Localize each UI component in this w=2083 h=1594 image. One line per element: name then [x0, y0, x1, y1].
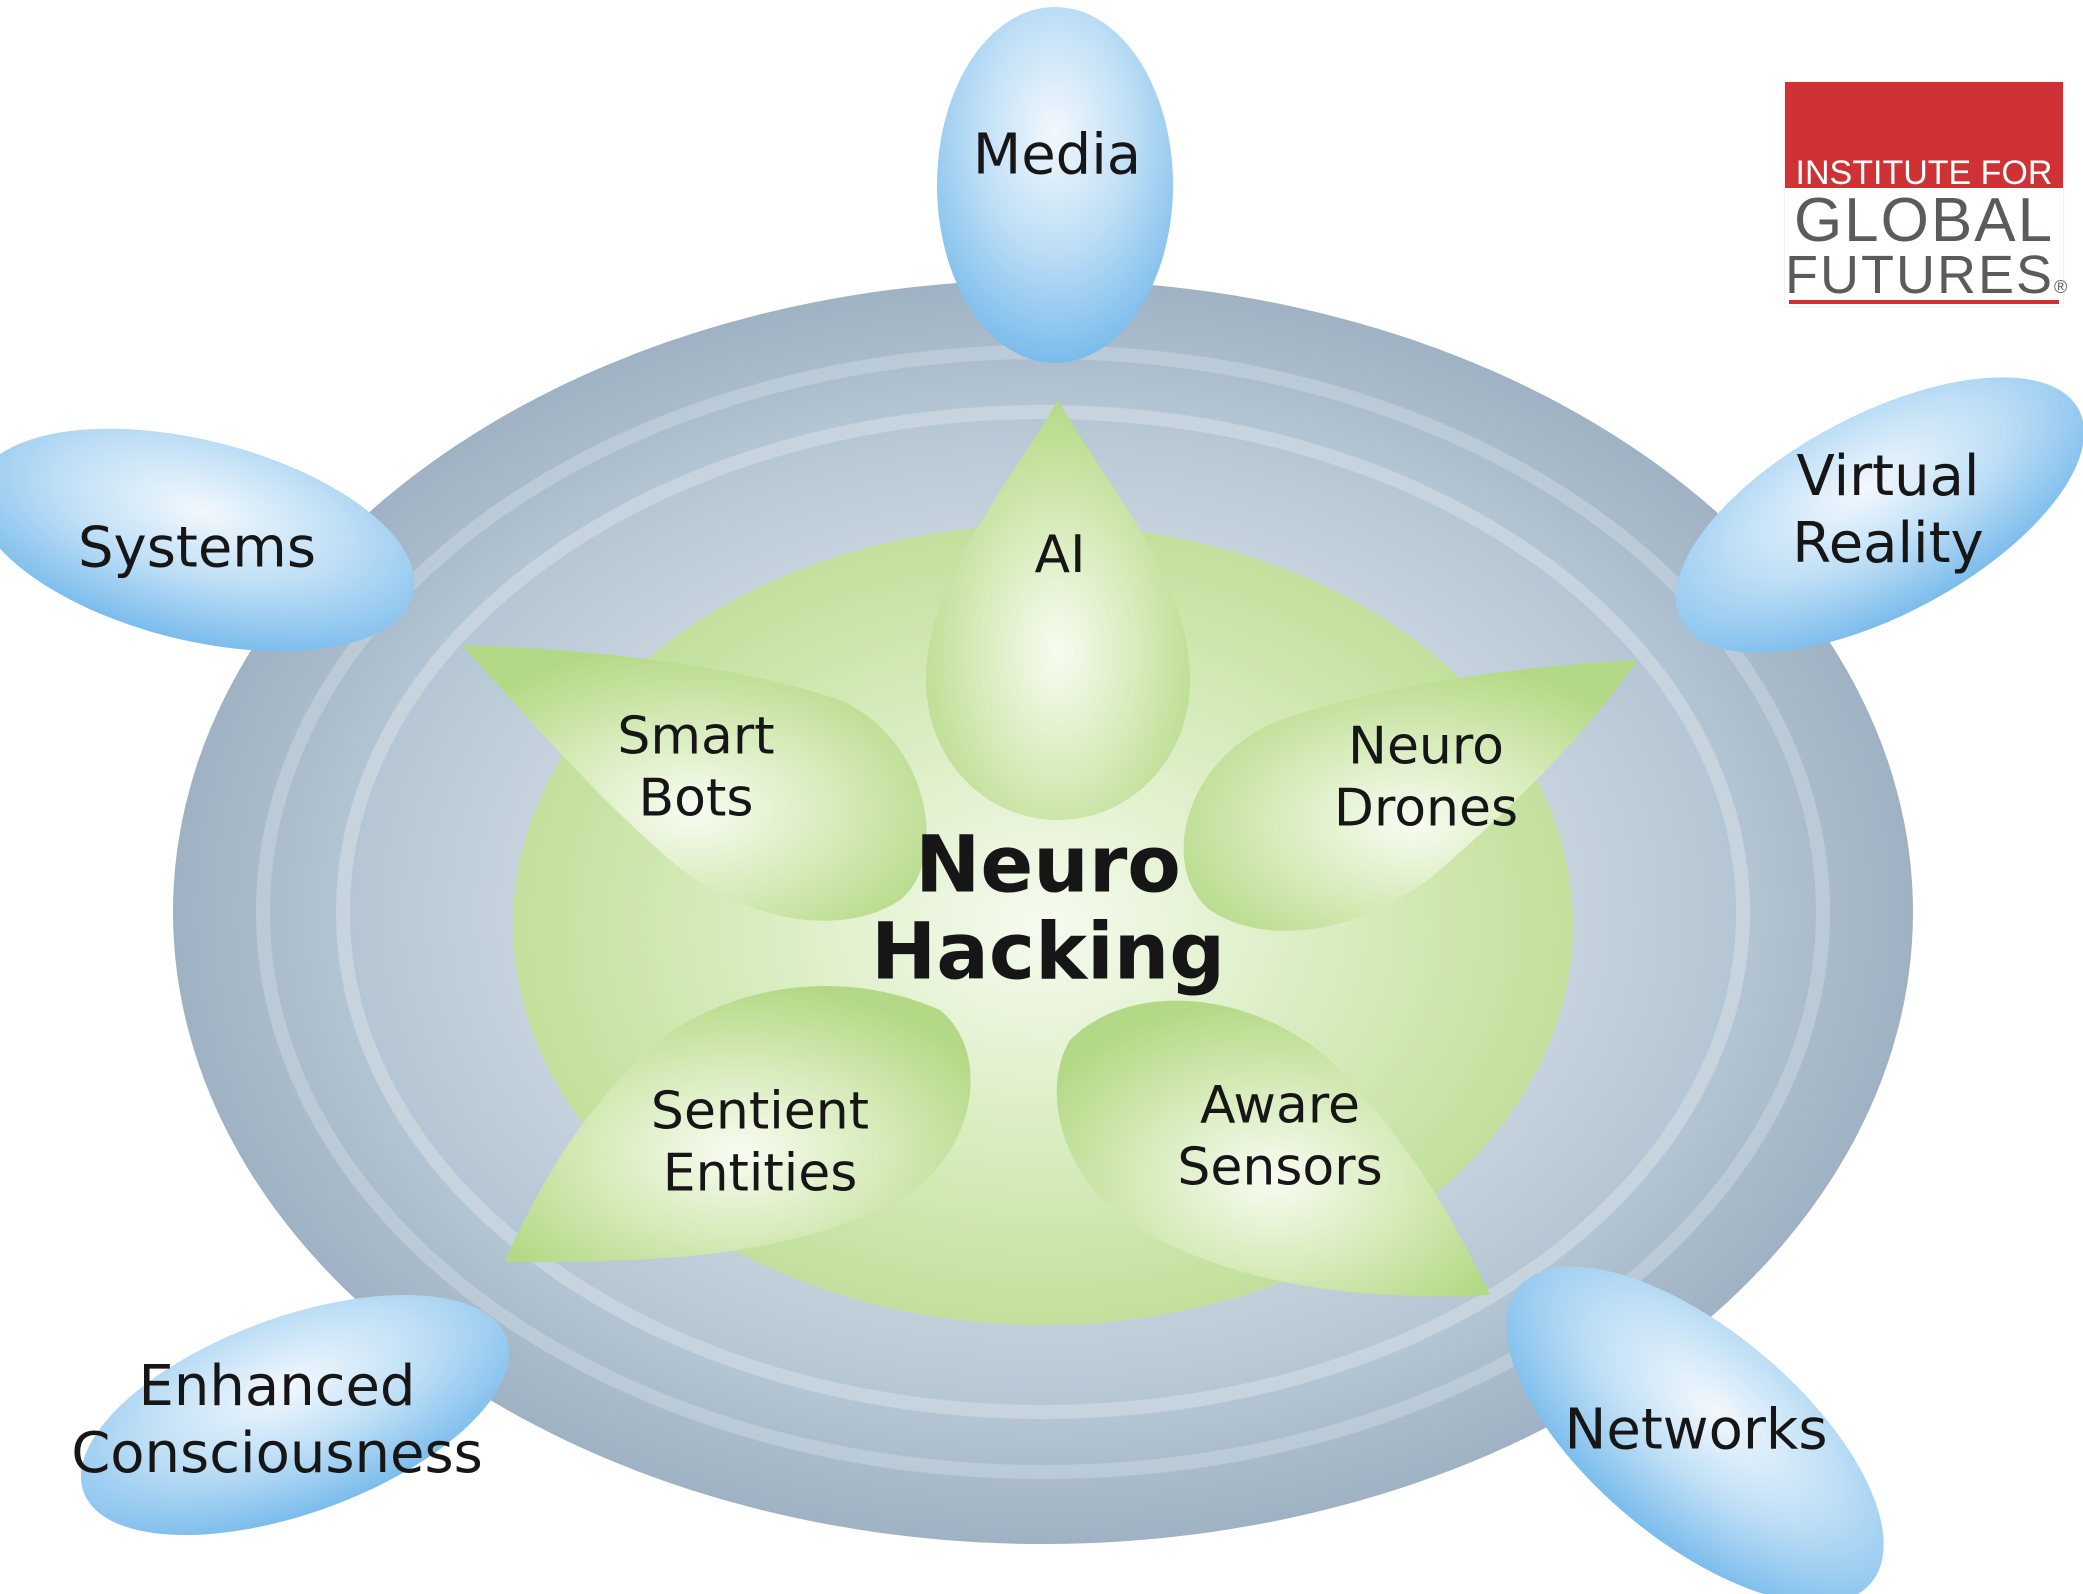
petal-label-smart-bots: Smart Bots [617, 706, 775, 829]
petal-group [462, 400, 1638, 1297]
center-line-1: Neuro [915, 820, 1181, 911]
petal-sentient-entities [505, 986, 971, 1262]
petal-neuro-drones [1183, 660, 1638, 931]
center-label: Neuro Hacking [870, 820, 1226, 998]
petal-smart-bots [462, 645, 927, 921]
logo-bar [1789, 300, 2059, 304]
institute-logo: INSTITUTE FOR GLOBAL FUTURES® [1785, 82, 2070, 306]
outer-label-systems: Systems [78, 515, 316, 581]
registered-mark: ® [2054, 277, 2070, 297]
outer-label-enhanced-consciousness: Enhanced Consciousness [71, 1353, 483, 1486]
logo-line-1: INSTITUTE FOR [1795, 154, 2053, 192]
logo-line-3: FUTURES® [1785, 245, 2070, 305]
logo-line-2: GLOBAL [1793, 186, 2055, 255]
outer-label-media: Media [972, 122, 1142, 188]
petal-aware-sensors [1056, 1000, 1490, 1297]
center-line-2: Hacking [870, 908, 1226, 998]
petal-label-ai: AI [1034, 524, 1086, 585]
outer-label-networks: Networks [1564, 1397, 1828, 1463]
logo-red-block [1785, 82, 2063, 188]
blob-virtual-reality [1675, 377, 2083, 653]
blob-media [937, 7, 1173, 363]
petal-label-sentient-entities: Sentient Entities [650, 1081, 870, 1204]
petal-ai [926, 400, 1190, 820]
blob-systems [0, 428, 415, 652]
petal-label-aware-sensors: Aware Sensors [1177, 1075, 1383, 1198]
blob-networks [1506, 1266, 1884, 1594]
petal-label-neuro-drones: Neuro Drones [1333, 716, 1519, 839]
outer-blob-group [0, 7, 2083, 1594]
blob-enhanced-consciousness [80, 1294, 510, 1536]
inner-ring-2 [336, 405, 1750, 1419]
outer-label-virtual-reality: Virtual Reality [1792, 443, 1984, 576]
